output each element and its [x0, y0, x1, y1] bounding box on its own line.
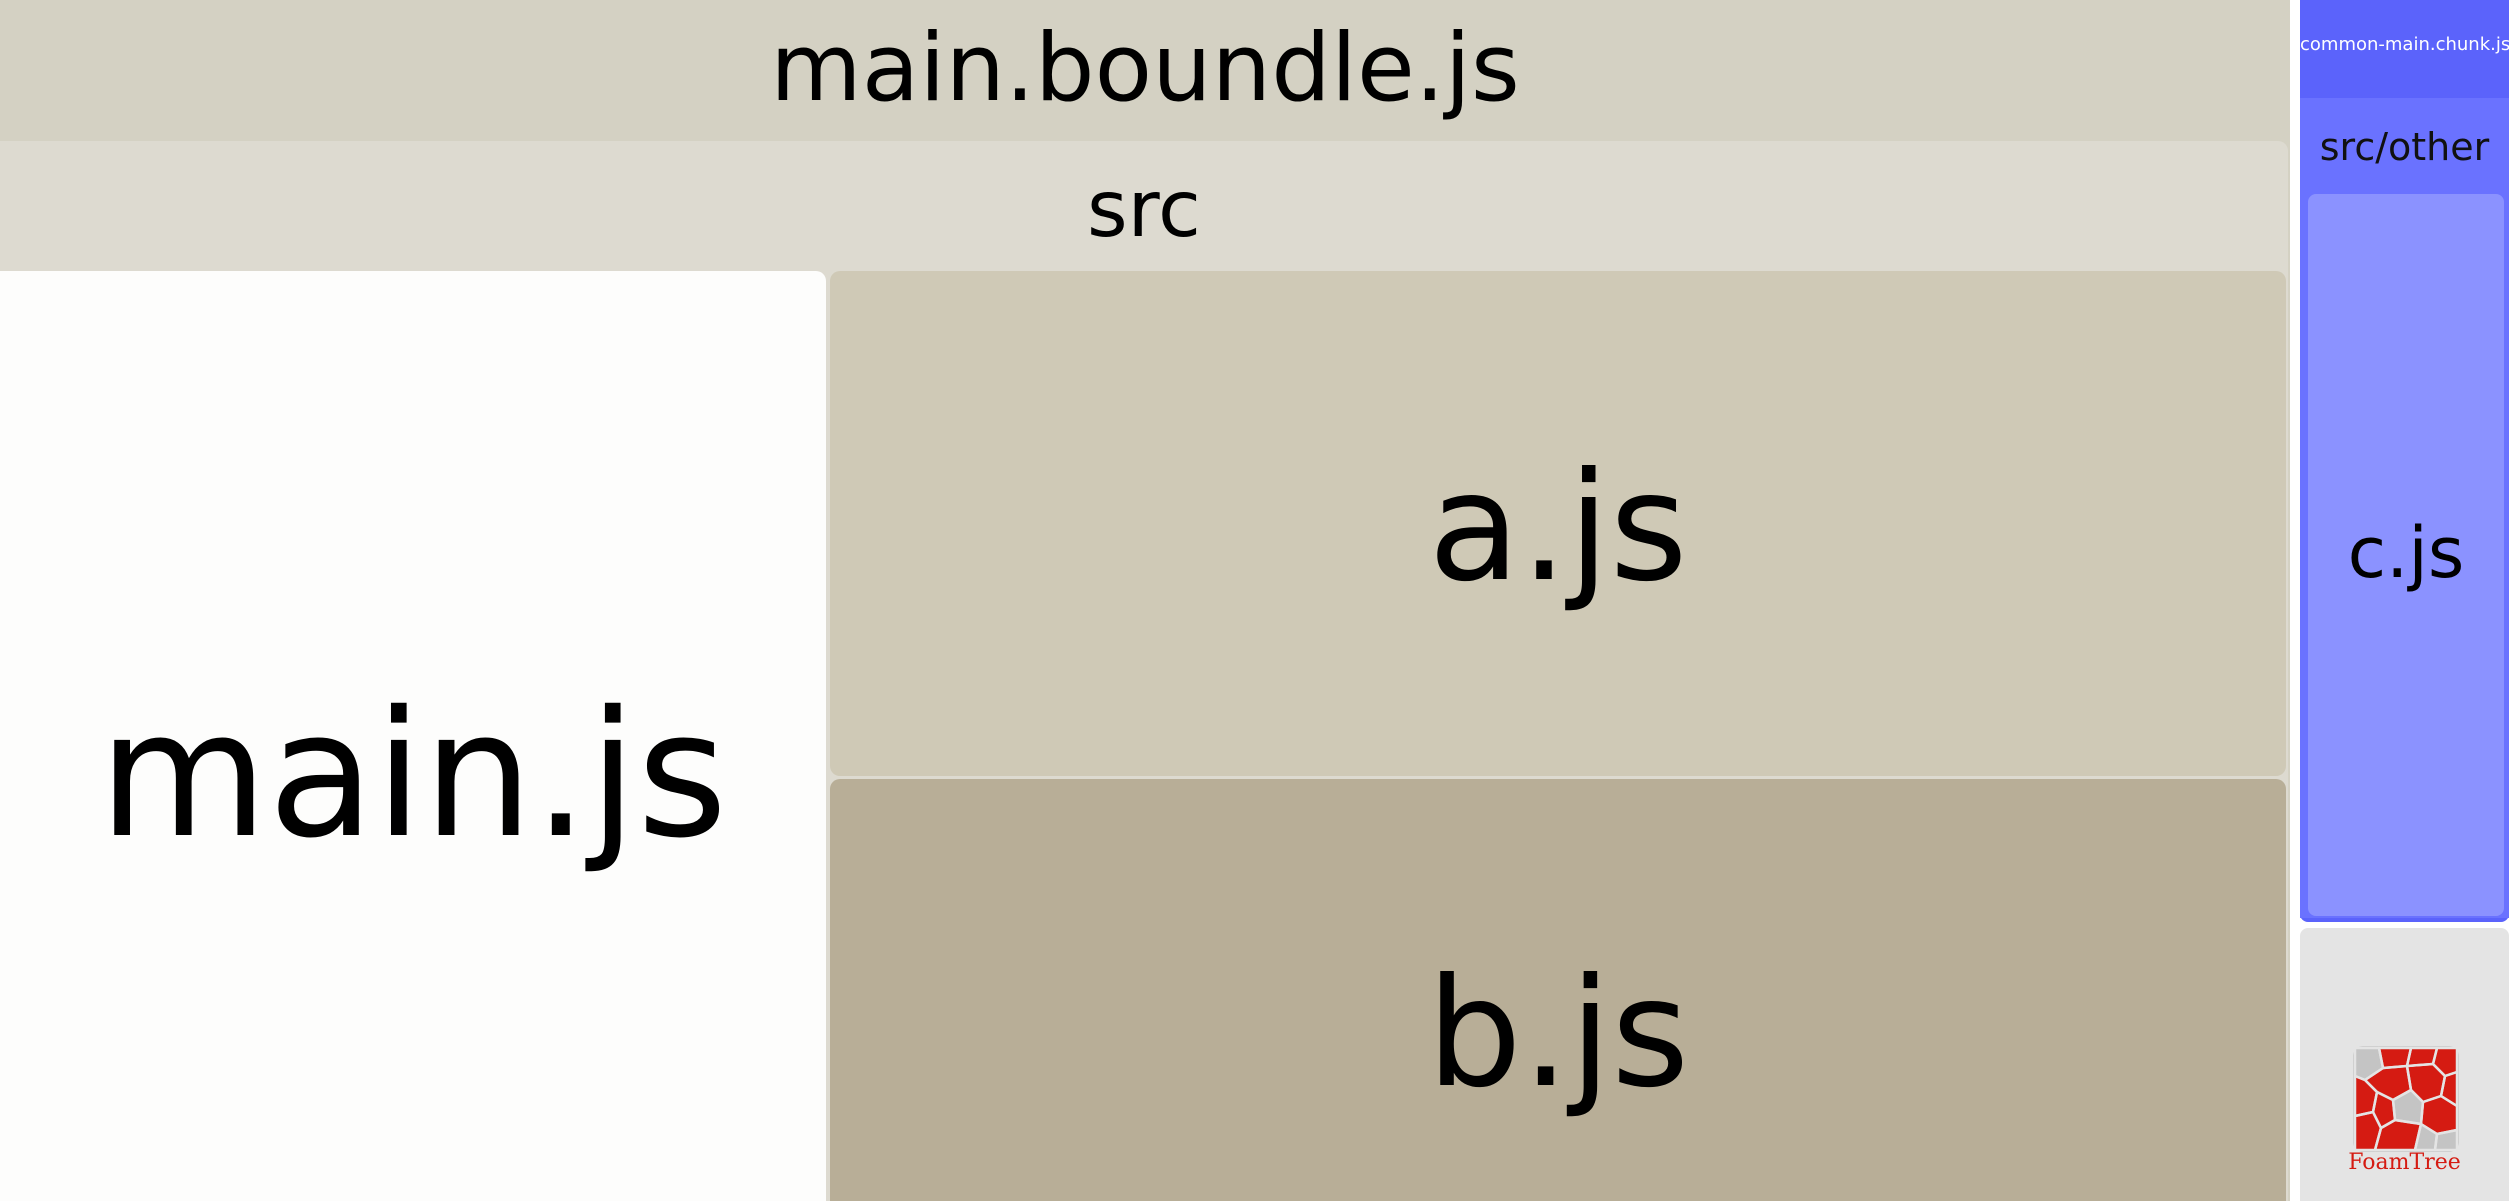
file-b-js[interactable]: b.js: [830, 779, 2286, 1201]
file-a-js-label: a.js: [1428, 441, 1688, 615]
foamtree-branding: FoamTree: [2300, 928, 2509, 1201]
foamtree-logo-icon: [2353, 1046, 2459, 1152]
file-c-js-label: c.js: [2347, 512, 2465, 594]
bundle-common-main-chunk-label: common-main.chunk.js: [2300, 34, 2509, 55]
file-a-js[interactable]: a.js: [830, 271, 2286, 776]
bundle-main-boundle-label: main.boundle.js: [770, 14, 1520, 123]
file-c-js[interactable]: c.js: [2308, 194, 2504, 916]
file-main-js-label: main.js: [98, 674, 728, 877]
group-src-other-label: src/other: [2319, 125, 2490, 169]
file-b-js-label: b.js: [1426, 947, 1690, 1121]
foamtree-brand-text: FoamTree: [2348, 1150, 2461, 1175]
file-main-js[interactable]: main.js: [0, 271, 826, 1201]
group-src-label: src: [1087, 165, 1201, 255]
